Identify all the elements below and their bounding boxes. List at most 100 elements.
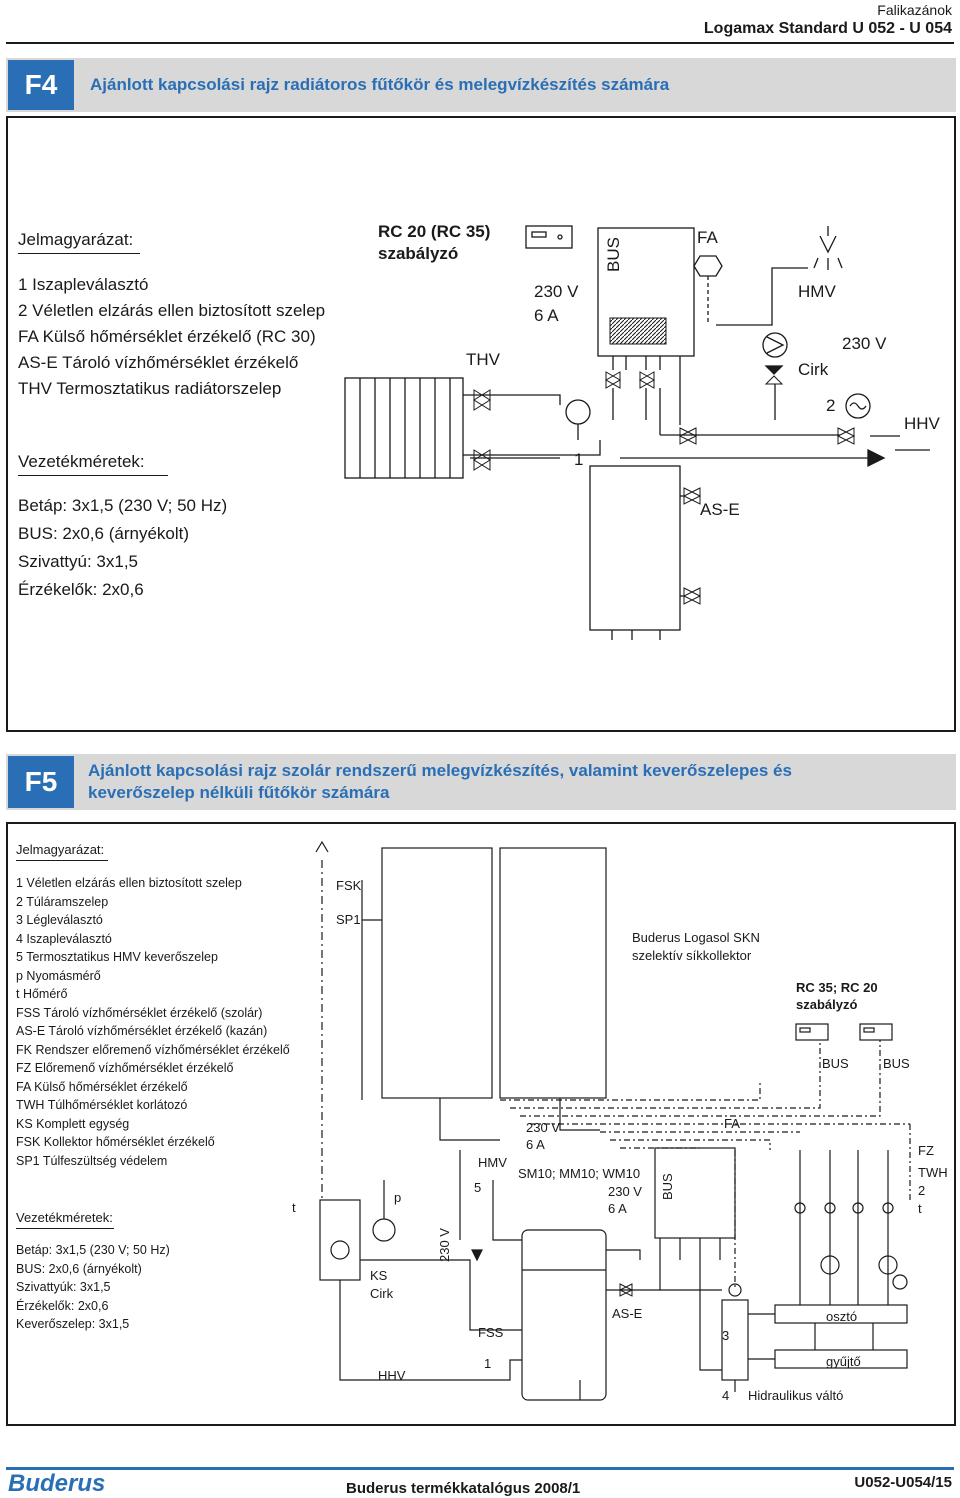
- f5-title-line1: Ajánlott kapcsolási rajz szolár rendszer…: [88, 761, 792, 780]
- f5-legend-item: FZ Előremenő vízhőmérséklet érzékelő: [16, 1061, 234, 1075]
- f5-label-fz: FZ: [918, 1143, 934, 1158]
- f4-diagram-frame: [6, 116, 956, 732]
- f5-label-5: 5: [474, 1180, 482, 1195]
- f5-label-t-right: t: [918, 1201, 922, 1216]
- f5-legend-rule: [16, 860, 108, 861]
- f5-label-gyujto: gyűjtő: [826, 1354, 861, 1369]
- shower-icon: [813, 226, 843, 270]
- radiator: [344, 377, 464, 479]
- solar-station: [319, 1180, 396, 1281]
- f4-legend-item: 1 Iszapleválasztó: [18, 275, 149, 294]
- f4-label-6a: 6 A: [534, 306, 559, 325]
- f5-legend-item: 3 Légleválasztó: [16, 913, 103, 927]
- f4-label-hmv: HMV: [798, 282, 836, 301]
- f5-label-collector2: szelektív síkkollektor: [632, 948, 752, 963]
- f5-wires-title: Vezetékméretek:: [16, 1210, 113, 1225]
- f4-title-band: [6, 58, 956, 112]
- header-model: Logamax Standard U 052 - U 054: [703, 20, 952, 37]
- dirt-separator: [565, 399, 591, 440]
- f5-label-twh: TWH: [918, 1165, 948, 1180]
- f4-label-230v-b: 230 V: [842, 334, 887, 353]
- solar-tank: [521, 1229, 607, 1401]
- f5-legend-item: 2 Túláramszelep: [16, 894, 109, 909]
- f4-label-controller: RC 20 (RC 35): [378, 222, 491, 241]
- f5-label-bus2: BUS: [883, 1056, 910, 1071]
- f5-label-rc1: RC 35; RC 20: [796, 980, 878, 995]
- footer-catalog: Buderus termékkatalógus 2008/1: [346, 1480, 581, 1497]
- f5-label-fss: FSS: [478, 1325, 504, 1340]
- f4-label-2: 2: [826, 396, 836, 415]
- header-rule: [6, 42, 954, 44]
- f4-label-ase: AS-E: [700, 500, 740, 519]
- f5-label-6a-b: 6 A: [608, 1201, 627, 1216]
- f4-section-id: F4: [8, 60, 74, 110]
- f5-label-rc2: szabályzó: [796, 997, 858, 1012]
- f5-diagram-frame: [6, 822, 956, 1426]
- f5-label-fsk: FSK: [336, 878, 362, 893]
- f5-wires-rule: [16, 1228, 114, 1229]
- f5-label-3: 3: [722, 1328, 730, 1343]
- f5-legend-item: 5 Termosztatikus HMV keverőszelep: [16, 950, 218, 964]
- boiler: [597, 227, 695, 370]
- f5-legend-item: 1 Véletlen elzárás ellen biztosított sze…: [16, 876, 242, 890]
- f5-wire-item: Betáp: 3x1,5 (230 V; 50 Hz): [16, 1243, 170, 1257]
- f5-legend-item: FSK Kollektor hőmérséklet érzékelő: [16, 1135, 215, 1149]
- f4-wires-title: Vezetékméretek:: [18, 452, 145, 471]
- f4-legend-item: AS-E Tároló vízhőmérséklet érzékelő: [18, 353, 299, 372]
- f4-label-hhv: HHV: [904, 414, 940, 433]
- f5-label-oszto: osztó: [826, 1309, 858, 1324]
- f4-wire-item: BUS: 2x0,6 (árnyékolt): [18, 524, 190, 543]
- f5-label-2: 2: [918, 1183, 926, 1198]
- f4-legend-title: Jelmagyarázat:: [18, 230, 134, 249]
- f5-legend-item: AS-E Tároló vízhőmérséklet érzékelő (kaz…: [16, 1024, 268, 1038]
- f4-wire-item: Szivattyú: 3x1,5: [18, 552, 139, 571]
- f5-label-1: 1: [484, 1356, 492, 1371]
- storage-tank: [589, 465, 681, 640]
- rc-controllers: [795, 1023, 893, 1041]
- f5-label-230v-a: 230 V: [526, 1120, 560, 1135]
- controller-icon: [525, 225, 573, 249]
- f4-label-fa: FA: [697, 228, 718, 247]
- buderus-logo: Buderus: [8, 1470, 106, 1497]
- f5-label-sp1: SP1: [336, 912, 361, 927]
- f5-wire-item: BUS: 2x0,6 (árnyékolt): [16, 1261, 142, 1276]
- f4-label-controller2: szabályzó: [378, 244, 459, 263]
- f5-label-230v-c: 230 V: [437, 1228, 452, 1262]
- f5-label-bus1: BUS: [822, 1056, 849, 1071]
- safety-valve: [845, 393, 871, 419]
- solar-collectors: [381, 847, 607, 1099]
- f5-label-p: p: [394, 1190, 402, 1205]
- f5-label-bus3: BUS: [660, 1173, 675, 1200]
- f4-wires-list: Betáp: 3x1,5 (230 V; 50 Hz) BUS: 2x0,6 (…: [18, 492, 227, 604]
- f5-label-6a-a: 6 A: [526, 1137, 545, 1152]
- f5-label-ase: AS-E: [612, 1306, 643, 1321]
- f5-wire-item: Szivattyúk: 3x1,5: [16, 1280, 111, 1294]
- f5-title-line2: keverőszelep nélküli fűtőkör számára: [88, 783, 390, 802]
- f5-legend-item: p Nyomásmérő: [16, 968, 101, 983]
- f5-wire-item: Keverőszelep: 3x1,5: [16, 1317, 130, 1331]
- f5-label-fa: FA: [724, 1116, 740, 1131]
- f4-section-title: Ajánlott kapcsolási rajz radiátoros fűtő…: [90, 75, 670, 94]
- footer-rule: [6, 1467, 954, 1470]
- f4-legend-list: 1 Iszapleválasztó 2 Véletlen elzárás ell…: [18, 272, 325, 402]
- footer-page: U052-U054/15: [854, 1474, 952, 1491]
- boiler-f5: [654, 1147, 736, 1260]
- f5-wires-list: Betáp: 3x1,5 (230 V; 50 Hz) BUS: 2x0,6 (…: [16, 1241, 170, 1334]
- f5-legend-item: FSS Tároló vízhőmérséklet érzékelő (szol…: [16, 1005, 263, 1020]
- f5-label-t-left: t: [292, 1200, 296, 1215]
- f5-label-hidraulikus: Hidraulikus váltó: [748, 1388, 844, 1403]
- heating-circuits: [794, 1150, 908, 1350]
- f5-legend-item: FA Külső hőmérséklet érzékelő: [16, 1079, 188, 1094]
- f5-title-band: [6, 754, 956, 810]
- f5-label-ks: KS: [370, 1268, 388, 1283]
- f4-legend-rule: [18, 253, 140, 254]
- f5-wire-item: Érzékelők: 2x0,6: [16, 1298, 109, 1313]
- f5-legend-item: FK Rendszer előremenő vízhőmérséklet érz…: [16, 1042, 290, 1057]
- f5-legend-item: 4 Iszapleválasztó: [16, 931, 112, 946]
- f5-label-hhv: HHV: [378, 1368, 406, 1383]
- f4-label-230v: 230 V: [534, 282, 579, 301]
- f4-legend-item: FA Külső hőmérséklet érzékelő (RC 30): [18, 327, 316, 346]
- circulation-pump: [762, 332, 788, 358]
